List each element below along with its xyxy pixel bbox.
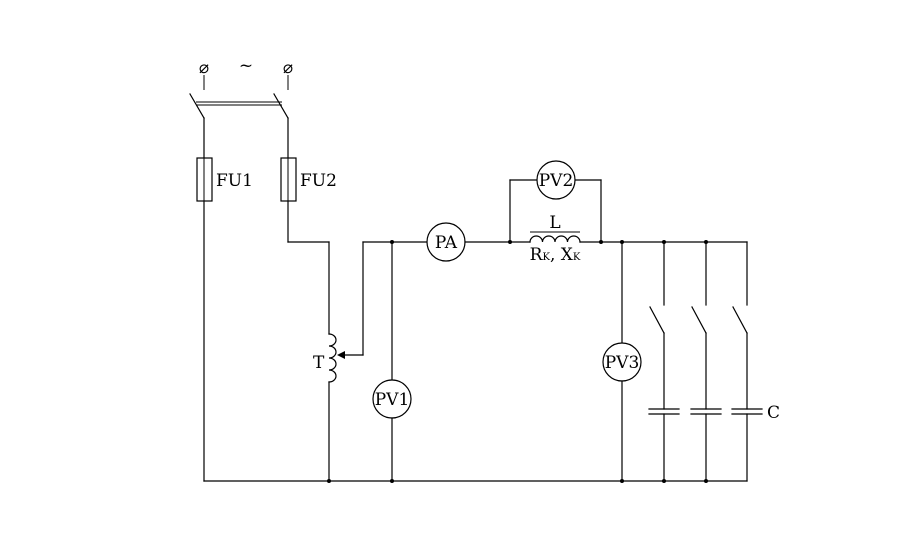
voltmeter-pv3: PV3 <box>602 342 642 382</box>
svg-text:PV1: PV1 <box>375 390 410 410</box>
autotransformer-slider <box>337 241 364 359</box>
svg-text:PV3: PV3 <box>605 353 640 373</box>
main-switch <box>189 93 289 119</box>
fuse-fu1-label: FU1 <box>216 171 253 191</box>
supply-terminal-right: ⌀ <box>283 58 293 90</box>
inductor-coil <box>529 231 581 243</box>
capacitor-branch-3 <box>731 241 763 482</box>
fuse-fu2 <box>280 157 297 202</box>
capacitor-label: C <box>767 403 780 423</box>
autotransformer-label: T <box>313 353 325 373</box>
svg-text:PV2: PV2 <box>539 171 574 191</box>
voltmeter-pv2: PV2 <box>536 160 576 200</box>
supply-terminal-left: ⌀ <box>199 58 209 90</box>
ammeter-pa: PA <box>426 222 466 262</box>
junction-dots <box>327 240 708 483</box>
fuse-fu1 <box>196 157 213 202</box>
inductor-parameters: RK, XK <box>530 245 581 265</box>
inductor-label: L <box>549 213 560 233</box>
voltmeter-pv1: PV1 <box>372 379 412 419</box>
capacitor-branch-2 <box>690 241 722 482</box>
ac-symbol: ~ <box>239 56 253 76</box>
svg-text:PA: PA <box>435 233 458 253</box>
capacitor-branch-1 <box>648 241 680 482</box>
voltmeter-pv2-branch <box>509 179 602 243</box>
fuse-fu2-label: FU2 <box>300 171 337 191</box>
svg-text:⌀: ⌀ <box>283 58 293 78</box>
autotransformer-coil <box>328 333 337 383</box>
svg-text:⌀: ⌀ <box>199 58 209 78</box>
